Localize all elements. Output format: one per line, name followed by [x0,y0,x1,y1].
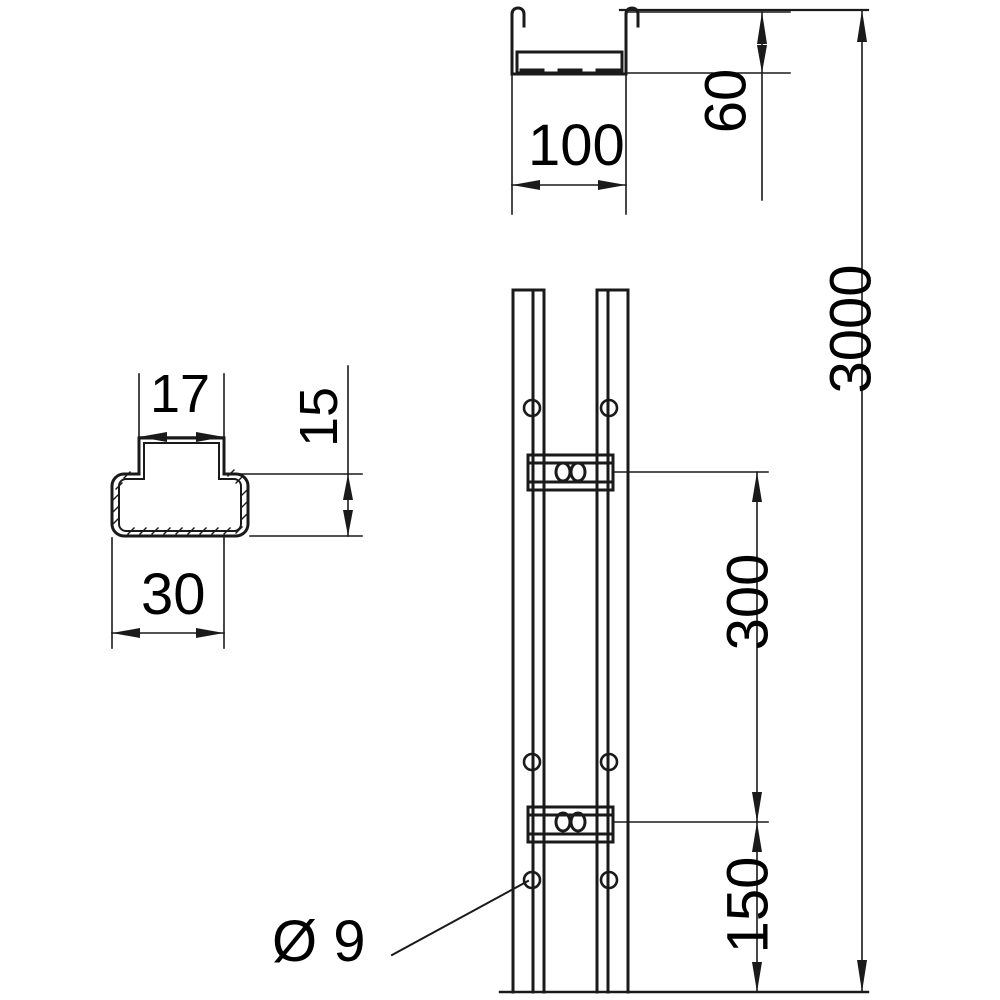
rung-profile-hatch [112,469,248,535]
section-right-wall [624,6,640,76]
dim-arrows-3000 [857,10,867,992]
rung-profile-inner [118,442,242,532]
rail-holes [522,398,619,890]
rung-upper-fasteners [554,461,587,483]
ladder-rung-upper [526,453,615,492]
hole-right-mid [599,752,619,772]
rung-lower-fasteners [554,811,587,833]
dimension-label-height-60: 60 [693,68,759,134]
dim-ext-60 [627,11,791,74]
dim-ext-17 [138,373,225,437]
section-left-wall [510,6,526,76]
dim-arrows-17 [139,432,224,442]
dim-ext-15 [225,473,363,537]
annotation-hole-diameter: Ø 9 [272,909,366,974]
dim-arrows-15 [343,474,353,536]
dim-ext-rungs [613,471,769,823]
hole-right-lower [599,870,619,890]
dimension-label-spacing-300: 300 [715,553,781,651]
ladder-right-rail [595,288,630,994]
hole-left-lower [522,870,542,890]
dim-ext-100 [511,75,627,215]
ladder-left-rail [511,288,546,994]
dimension-label-lip-15: 15 [289,386,350,448]
dimension-label-profile-30: 30 [141,562,206,627]
dim-arrows-150 [752,822,762,992]
dim-arrows-100 [512,180,626,190]
dimension-label-slot-17: 17 [150,364,211,424]
dim-arrows-300 [752,472,762,822]
dim-arrows-30 [112,628,224,638]
dim-ext-30 [111,537,225,649]
hole-left-upper [522,398,542,418]
hole-left-mid [522,752,542,772]
dim-arrows-60 [757,12,767,73]
dimension-label-width-100: 100 [528,113,625,178]
ladder-rung-lower [526,805,615,844]
leader-line-diameter [390,879,530,957]
hole-right-upper [599,398,619,418]
dimension-label-length-3000: 3000 [818,264,884,394]
rung-profile-outer [110,436,250,538]
dimension-label-offset-150: 150 [715,856,781,954]
